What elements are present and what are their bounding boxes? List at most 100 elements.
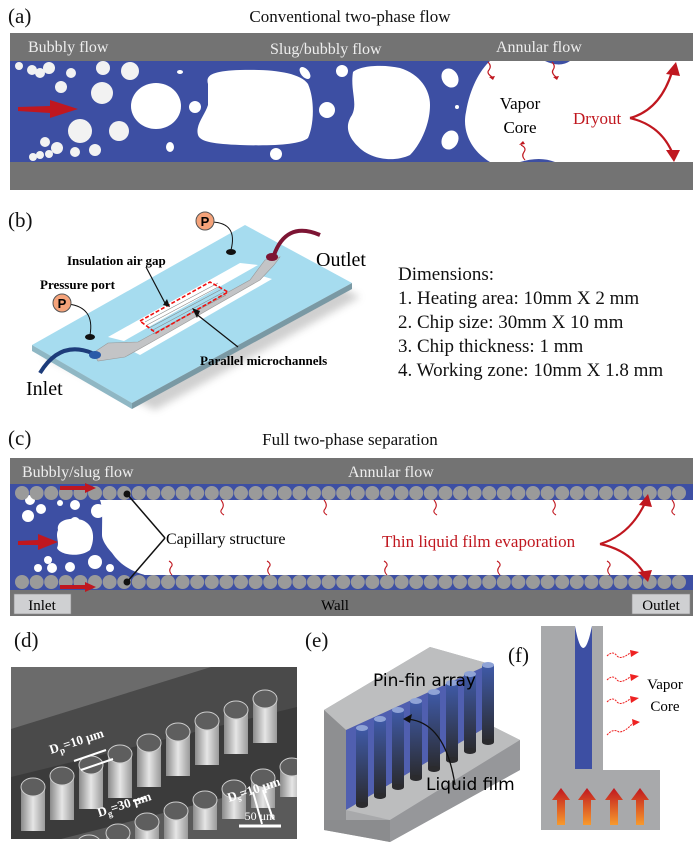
evaporation-arrows <box>487 61 557 161</box>
regime-bubbly-slug: Bubbly/slug flow <box>22 464 134 481</box>
capillary-post <box>482 575 497 589</box>
capillary-post <box>292 575 307 589</box>
capillary-post <box>613 575 628 589</box>
pin-fin-top <box>446 680 458 686</box>
regime-annular: Annular flow <box>496 39 582 56</box>
capillary-post <box>511 575 526 589</box>
panel-b-chip-diagram: P P Insulation air gap Pressure port Par… <box>26 211 366 410</box>
inlet-label: Inlet <box>28 598 56 614</box>
pressure-port-inlet <box>85 334 95 340</box>
capillary-post <box>599 486 613 500</box>
capillary-post <box>672 486 686 500</box>
panel-a-diagram: Vapor Core Dryout Bubbly flow Slug/bubbl… <box>10 33 693 190</box>
capillary-post <box>613 486 628 500</box>
capillary-post <box>496 575 511 589</box>
bottom-wall <box>10 590 693 616</box>
dryout-arrow-down-icon <box>666 150 680 162</box>
capillary-post <box>44 575 59 589</box>
microchannels-label: Parallel microchannels <box>200 353 327 368</box>
capillary-post <box>511 486 526 500</box>
pin-fin-top <box>428 689 440 695</box>
pillar-top <box>192 790 218 810</box>
capillary-post <box>219 575 234 589</box>
bubbles <box>22 495 145 575</box>
dimension-item: 2. Chip size: 30mm X 10 mm <box>398 312 624 333</box>
pillar-top <box>279 757 297 777</box>
capillary-post <box>365 486 380 500</box>
vapor-label-1: Vapor <box>647 677 683 693</box>
pin-fin-top <box>410 698 422 704</box>
top-wall <box>10 33 693 61</box>
pin-fin <box>446 683 458 760</box>
pillar-top <box>194 711 220 731</box>
pin-fin <box>428 692 440 769</box>
capillary-post <box>628 575 643 589</box>
capillary-post <box>234 486 248 500</box>
capillary-post <box>540 575 555 589</box>
pillar-top <box>134 812 160 832</box>
capillary-post <box>146 486 161 500</box>
pillar-top <box>136 733 162 753</box>
capillary-post <box>350 575 365 589</box>
capillary-post <box>336 575 351 589</box>
dimensions-list: Dimensions: 1. Heating area: 10mm X 2 mm… <box>398 263 663 383</box>
insulation-label: Insulation air gap <box>67 253 166 268</box>
bottom-wall <box>10 162 693 190</box>
meniscus <box>575 626 592 648</box>
regime-annular: Annular flow <box>348 464 434 481</box>
capillary-post <box>394 486 409 500</box>
capillary-post <box>526 486 540 500</box>
dimension-item: 4. Working zone: 10mm X 1.8 mm <box>398 360 664 381</box>
pinfin-label: Pin-fin array <box>373 671 476 691</box>
flow-arrow-icon <box>60 483 96 493</box>
pillar-top <box>78 834 100 839</box>
capillary-post <box>321 575 336 589</box>
flow-arrow-icon <box>60 582 96 592</box>
regime-bubbly: Bubbly flow <box>28 39 109 56</box>
capillary-post <box>248 486 263 500</box>
pressure-gauge-icon <box>195 211 215 231</box>
capillary-post <box>219 486 234 500</box>
capillary-post <box>146 575 161 589</box>
capillary-post <box>263 575 278 589</box>
evaporation-label: Thin liquid film evaporation <box>382 532 576 551</box>
sem-image: Dp=10 μm Ds=10 μm Dg=30 μm 50 μm <box>11 667 297 839</box>
capillary-post <box>584 486 599 500</box>
capillary-post <box>365 575 380 589</box>
capillary-post <box>29 486 44 500</box>
capillary-label: Capillary structure <box>166 531 286 548</box>
flow-arrow-icon <box>18 100 78 118</box>
capillary-post <box>394 575 409 589</box>
pin-fin-top <box>356 725 368 731</box>
pin-fin-top <box>464 671 476 677</box>
capillary-post <box>453 575 467 589</box>
capillary-post <box>540 486 555 500</box>
pin-fin-top <box>374 716 386 722</box>
microchannels <box>144 282 227 335</box>
pillar-top <box>20 777 46 797</box>
channel-manifold <box>92 256 281 362</box>
panel-f-label: (f) <box>508 643 529 667</box>
vapor-label-2: Core <box>650 699 680 715</box>
capillary-post <box>292 486 307 500</box>
capillary-post <box>321 486 336 500</box>
capillary-post <box>131 486 146 500</box>
capillary-post <box>496 486 511 500</box>
capillary-post <box>263 486 278 500</box>
vapor-label-2: Core <box>503 118 536 137</box>
heat-flux-arrows <box>552 788 649 825</box>
pressure-gauge-icon <box>52 293 72 313</box>
outlet-label: Outlet <box>316 249 366 271</box>
pin-fin <box>392 710 404 787</box>
pillar-top <box>49 766 75 786</box>
panel-c-label: (c) <box>8 426 32 450</box>
evaporation-arrows <box>168 499 676 576</box>
capillary-post <box>248 575 263 589</box>
pillar-row-top <box>20 689 278 831</box>
scale-bar-label: 50 μm <box>245 809 276 823</box>
capillary-post <box>15 486 29 500</box>
capillary-post <box>657 575 672 589</box>
wall-block <box>541 626 660 830</box>
pressure-port-outlet <box>226 249 236 255</box>
capillary-post <box>204 486 219 500</box>
